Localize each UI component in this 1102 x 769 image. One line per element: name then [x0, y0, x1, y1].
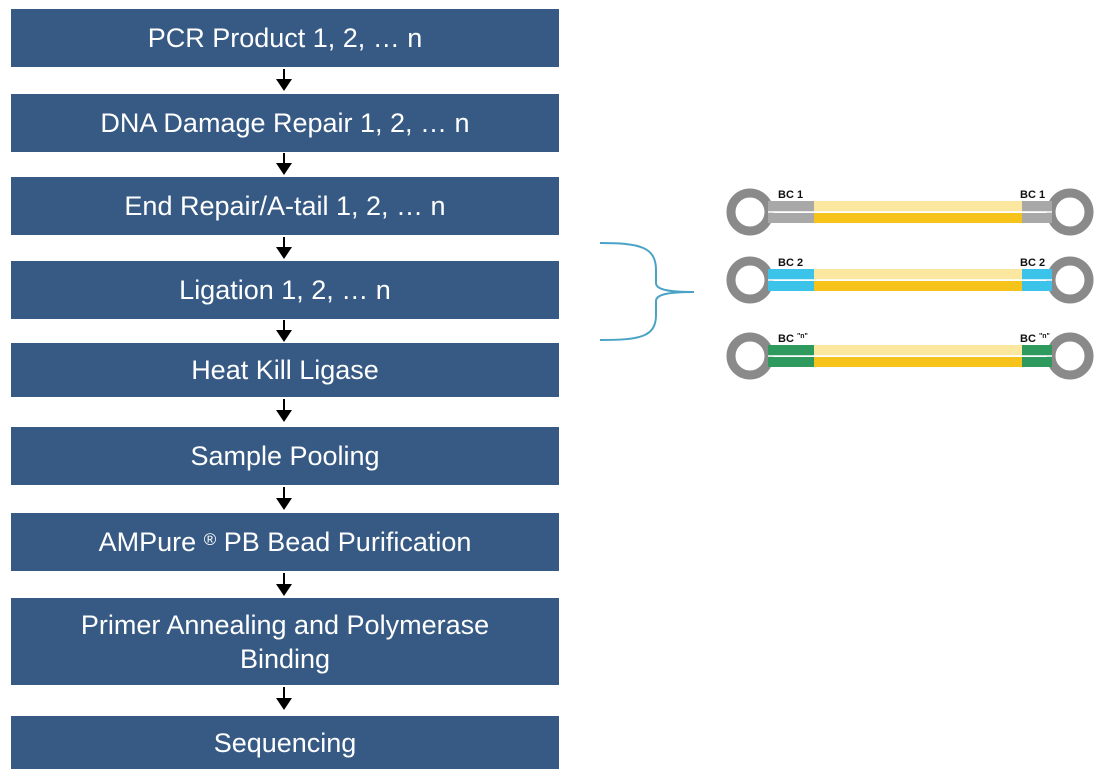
arrow-down-icon	[276, 687, 292, 710]
barcode-left-bottom	[768, 281, 814, 291]
barcode-label-right: BC "n"	[1020, 333, 1050, 345]
barcode-label-right: BC 2	[1020, 257, 1045, 269]
insert-bottom-strand	[814, 281, 1022, 291]
step-label: DNA Damage Repair 1, 2, … n	[100, 108, 470, 138]
step-label: Ligation 1, 2, … n	[179, 275, 391, 305]
barcode-right-bottom	[1022, 357, 1052, 367]
barcode-label-left: BC 2	[778, 257, 803, 269]
barcoded-molecules-diagram: BC 1 BC 1 BC 2 BC 2 BC "n" BC "n"	[599, 188, 1094, 380]
barcode-label-sup: "n"	[1039, 333, 1050, 340]
step-heat-kill-ligase: Heat Kill Ligase	[11, 343, 559, 397]
step-sample-pooling: Sample Pooling	[11, 427, 559, 485]
hairpin-left	[726, 188, 774, 236]
barcode-left-top	[768, 269, 814, 280]
registered-mark: ®	[203, 530, 217, 549]
step-label: PCR Product 1, 2, … n	[147, 23, 423, 53]
barcode-right-top	[1022, 269, 1052, 280]
arrow-down-icon	[276, 573, 292, 596]
step-dna-damage-repair: DNA Damage Repair 1, 2, … n	[11, 94, 559, 152]
insert-bottom-strand	[814, 357, 1022, 367]
molecule-1: BC 1 BC 1	[726, 188, 1094, 236]
barcode-right-bottom	[1022, 281, 1052, 291]
insert-bottom-strand	[814, 213, 1022, 223]
arrow-down-icon	[276, 69, 292, 91]
barcode-label-left: BC 1	[778, 189, 803, 201]
hairpin-right	[1046, 332, 1094, 380]
molecule-2: BC 2 BC 2	[726, 256, 1094, 304]
hairpin-right	[1046, 256, 1094, 304]
step-label: Heat Kill Ligase	[191, 355, 379, 385]
arrow-down-icon	[276, 153, 292, 175]
step-ampure-bead-purification: AMPure ® PB Bead Purification	[11, 513, 559, 571]
hairpin-left	[726, 256, 774, 304]
insert-top-strand	[814, 201, 1022, 212]
hairpin-left	[726, 332, 774, 380]
barcode-left-top	[768, 345, 814, 356]
step-ligation: Ligation 1, 2, … n	[11, 261, 559, 319]
step-primer-annealing-polymerase-binding: Primer Annealing and Polymerase Binding	[11, 598, 559, 685]
step-label-line2: Binding	[239, 643, 331, 674]
arrow-down-icon	[276, 399, 292, 422]
barcode-label-right: BC 1	[1020, 189, 1045, 201]
step-end-repair-a-tail: End Repair/A-tail 1, 2, … n	[11, 177, 559, 235]
arrow-down-icon	[276, 237, 292, 259]
step-label-line1: Primer Annealing and Polymerase	[80, 609, 490, 640]
barcode-left-top	[768, 201, 814, 212]
step-pcr-product: PCR Product 1, 2, … n	[11, 9, 559, 67]
arrow-down-icon	[276, 487, 292, 510]
step-label: AMPure ® PB Bead Purification	[98, 527, 472, 557]
molecule-3: BC "n" BC "n"	[726, 332, 1094, 380]
step-label: Sequencing	[213, 727, 357, 758]
step-label: Sample Pooling	[190, 441, 380, 471]
barcode-right-top	[1022, 345, 1052, 356]
insert-top-strand	[814, 269, 1022, 280]
arrow-down-icon	[276, 320, 292, 342]
curly-brace-icon	[599, 242, 695, 341]
hairpin-right	[1046, 188, 1094, 236]
step-sequencing: Sequencing	[11, 716, 559, 769]
insert-top-strand	[814, 345, 1022, 356]
barcode-left-bottom	[768, 357, 814, 367]
barcode-right-bottom	[1022, 213, 1052, 223]
barcode-label-sup: "n"	[797, 333, 808, 340]
barcode-right-top	[1022, 201, 1052, 212]
barcode-label-left: BC "n"	[778, 333, 808, 345]
step-label: End Repair/A-tail 1, 2, … n	[124, 191, 446, 221]
barcode-left-bottom	[768, 213, 814, 223]
